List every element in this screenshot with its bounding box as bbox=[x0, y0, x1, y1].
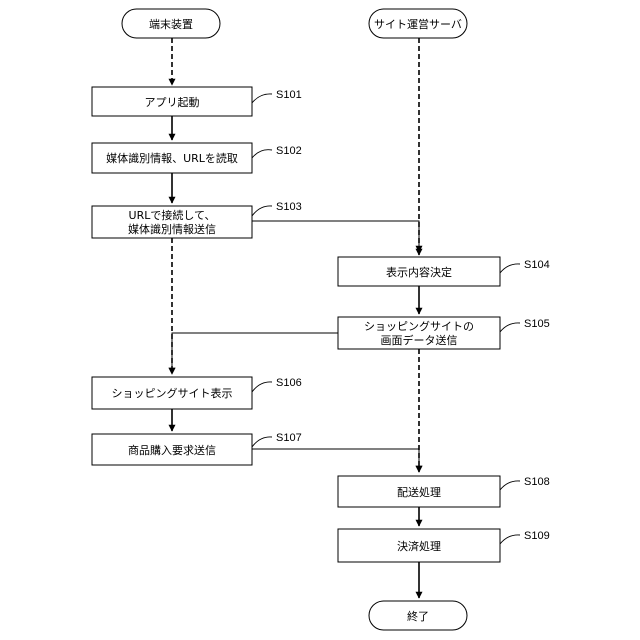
step-s105-text-line2: 画面データ送信 bbox=[381, 333, 458, 347]
step-s109: 決済処理 bbox=[338, 529, 500, 562]
step-number-s103: S103 bbox=[276, 201, 302, 213]
step-s106-text: ショッピングサイト表示 bbox=[112, 386, 233, 400]
terminal-device-label: 端末装置 bbox=[149, 17, 193, 31]
s101-leader bbox=[252, 94, 272, 103]
s102-leader bbox=[252, 150, 272, 158]
s104-leader bbox=[500, 264, 520, 273]
step-number-s102: S102 bbox=[276, 145, 302, 157]
step-s103-text-line2: 媒体識別情報送信 bbox=[128, 222, 216, 236]
step-s102-text: 媒体識別情報、URLを読取 bbox=[106, 151, 238, 165]
s103-leader bbox=[252, 206, 272, 216]
step-number-s101: S101 bbox=[276, 89, 302, 101]
step-s104-text: 表示内容決定 bbox=[386, 265, 452, 279]
terminal-end: 終了 bbox=[369, 601, 467, 630]
terminal-device: 端末装置 bbox=[122, 9, 220, 38]
step-s109-text: 決済処理 bbox=[397, 539, 441, 553]
step-s103-text-line1: URLで接続して、 bbox=[129, 208, 216, 222]
connector-s103-to-server bbox=[252, 221, 419, 252]
step-number-s109: S109 bbox=[524, 530, 550, 542]
step-s102: 媒体識別情報、URLを読取 bbox=[92, 143, 252, 173]
step-number-s105: S105 bbox=[524, 318, 550, 330]
s106-leader bbox=[252, 382, 272, 392]
terminal-end-label: 終了 bbox=[407, 609, 429, 623]
step-s101-text: アプリ起動 bbox=[145, 95, 200, 109]
step-number-s104: S104 bbox=[524, 259, 550, 271]
step-s107: 商品購入要求送信 bbox=[92, 434, 252, 465]
step-s108-text: 配送処理 bbox=[397, 485, 441, 499]
s108-leader bbox=[500, 481, 520, 490]
step-number-s107: S107 bbox=[276, 432, 302, 444]
s109-leader bbox=[500, 535, 520, 544]
step-s103: URLで接続して、 媒体識別情報送信 bbox=[92, 206, 252, 238]
terminal-server: サイト運営サーバ bbox=[369, 9, 467, 38]
step-s104: 表示内容決定 bbox=[338, 257, 500, 286]
step-s107-text: 商品購入要求送信 bbox=[128, 443, 216, 457]
s105-leader bbox=[500, 323, 520, 332]
step-number-s106: S106 bbox=[276, 377, 302, 389]
terminal-server-label: サイト運営サーバ bbox=[374, 17, 462, 31]
step-s106: ショッピングサイト表示 bbox=[92, 377, 252, 409]
step-s105: ショッピングサイトの 画面データ送信 bbox=[338, 317, 500, 349]
step-number-s108: S108 bbox=[524, 476, 550, 488]
s107-leader bbox=[252, 437, 272, 447]
step-s105-text-line1: ショッピングサイトの bbox=[364, 319, 474, 333]
connector-s107-to-server bbox=[252, 449, 419, 472]
step-s108: 配送処理 bbox=[338, 476, 500, 507]
connector-s105-to-device bbox=[172, 333, 338, 374]
step-s101: アプリ起動 bbox=[92, 87, 252, 116]
